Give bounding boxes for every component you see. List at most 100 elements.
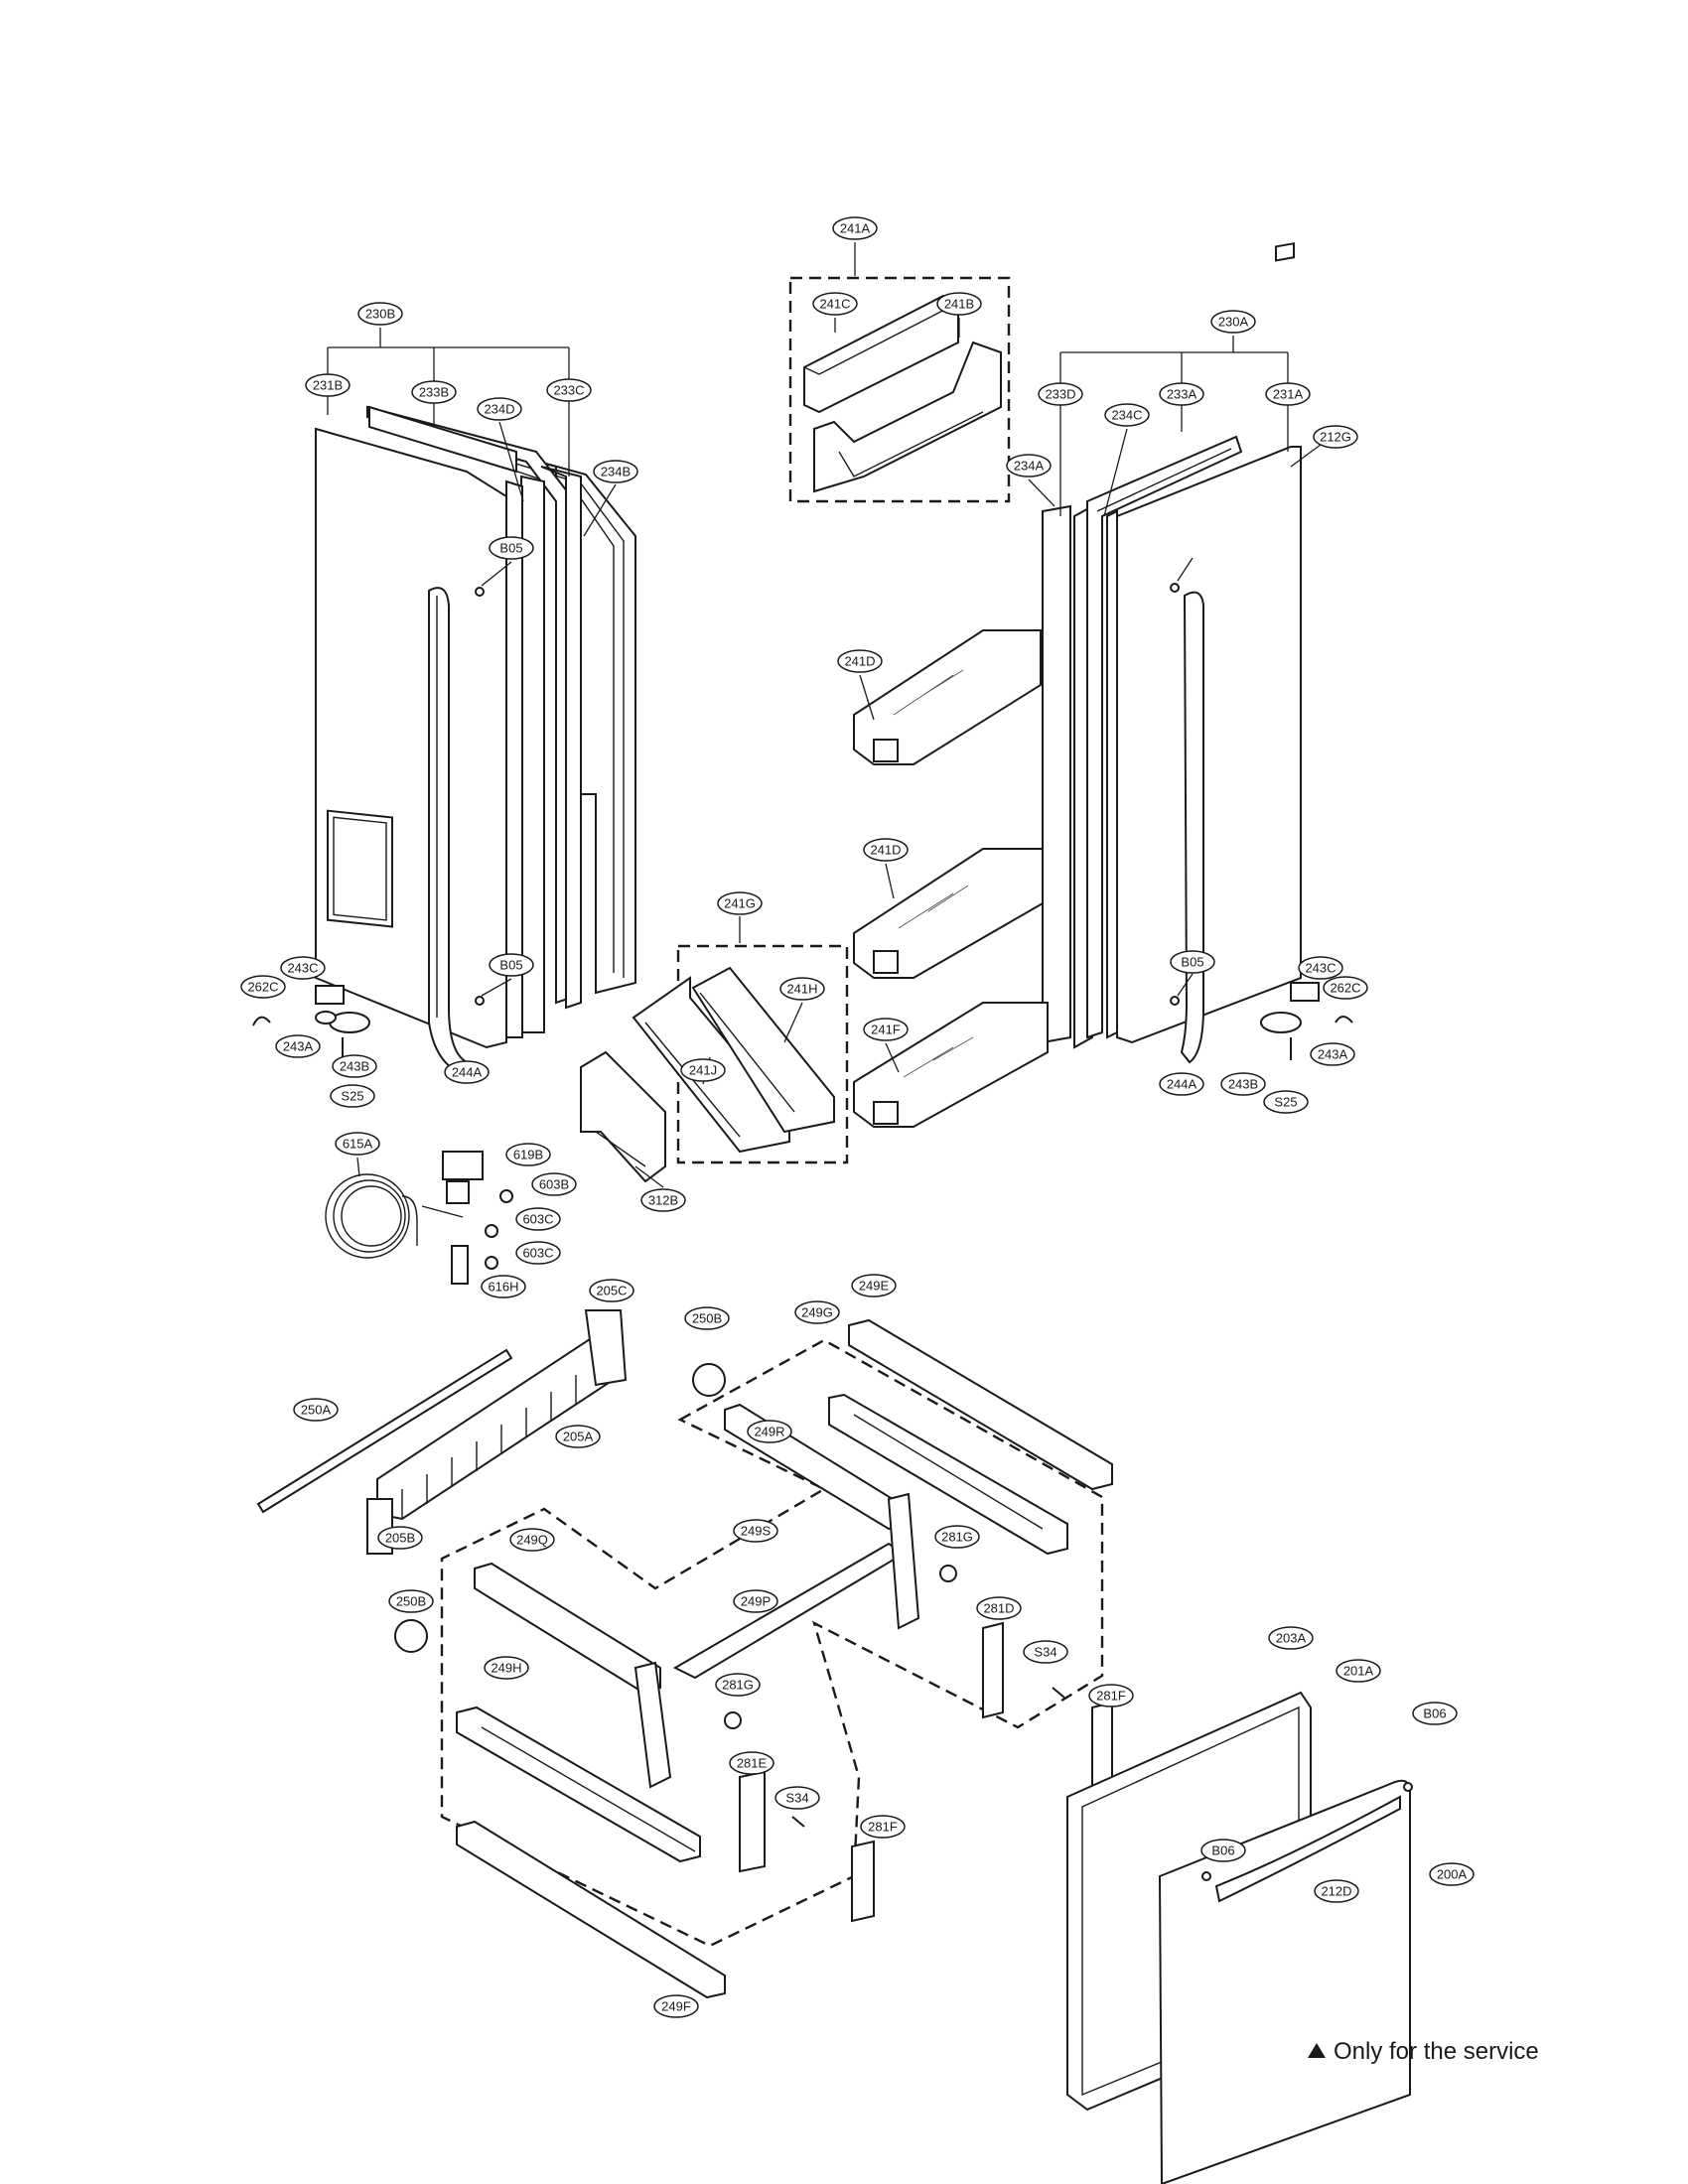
callout-249q: 249Q [509,1528,555,1552]
callout-text: 241B [944,297,974,312]
callout-text: B05 [499,541,522,556]
callout-text: 241F [871,1023,901,1037]
gear-250B-bottom [394,1619,428,1653]
callout-text: 241D [870,843,901,858]
callout-233b: 233B [411,380,457,404]
callout-text: 249Q [516,1533,548,1548]
callout-text: 233B [419,385,449,400]
callout-text: 241D [844,654,875,669]
callout-231b: 231B [305,373,351,397]
door-bin-241D-upper [853,629,1042,765]
rail-249G [828,1393,1068,1556]
callout-text: 249G [801,1305,833,1320]
callout-text: 262C [1330,981,1360,996]
callout-234a: 234A [1006,454,1052,478]
callout-text: 241J [689,1063,717,1078]
callout-text: 205C [596,1284,627,1298]
callout-234b: 234B [593,460,638,483]
callout-text: 234D [484,402,514,417]
callout-615a: 615A [335,1132,380,1156]
callout-text: 281F [1096,1689,1126,1704]
callout-text: 249H [491,1661,521,1676]
callout-text: B05 [1181,955,1203,970]
callout-s34: S34 [774,1786,820,1810]
callout-241j: 241J [680,1058,726,1082]
callout-244a: 244A [444,1060,490,1084]
callout-text: 281E [737,1756,768,1771]
callout-281f: 281F [1088,1684,1134,1707]
callout-text: S25 [341,1089,363,1104]
callout-b05: B05 [489,953,534,977]
callout-text: 243B [1228,1077,1258,1092]
callout-text: 234C [1111,408,1142,423]
left-door-assembly [252,405,636,1076]
callout-233c: 233C [546,378,592,402]
callout-243b: 243B [332,1054,377,1078]
callout-text: 241G [724,896,756,911]
callout-text: B06 [1211,1843,1234,1858]
rail-249H [456,1706,701,1863]
callout-text: 281G [941,1530,973,1545]
callout-249g: 249G [794,1300,840,1324]
callout-text: 603C [522,1246,553,1261]
callout-234d: 234D [477,397,522,421]
callout-243c: 243C [280,956,326,980]
callout-281g: 281G [715,1673,761,1697]
callout-249h: 249H [484,1656,529,1680]
callout-text: 241H [786,982,817,997]
leader-lines [327,242,1322,1218]
callout-text: S34 [1034,1645,1056,1660]
callout-231a: 231A [1265,382,1311,406]
callout-250a: 250A [293,1398,339,1422]
callout-text: 234A [1014,459,1045,474]
callout-s25: S25 [1263,1090,1309,1114]
callout-249p: 249P [733,1589,778,1613]
callout-250b: 250B [388,1589,434,1613]
gear-250B-top [692,1363,726,1397]
callout-text: 281F [868,1820,898,1835]
callout-text: 603B [539,1177,569,1192]
callout-241f: 241F [863,1018,909,1041]
callout-241d: 241D [863,838,909,862]
legend-text: Only for the service [1334,2038,1539,2065]
callout-249e: 249E [851,1274,897,1297]
callout-text: 233C [553,383,584,398]
callout-text: B06 [1423,1706,1446,1721]
callout-241c: 241C [812,292,858,316]
callout-b05: B05 [489,536,534,560]
callout-234c: 234C [1104,403,1150,427]
callout-241b: 241B [936,292,982,316]
callout-text: 205A [563,1430,594,1444]
callout-text: 249P [741,1594,771,1609]
callout-text: 231A [1273,387,1304,402]
callout-text: 249S [741,1524,772,1539]
rail-249F [456,1820,726,1999]
callout-241a: 241A [832,216,878,240]
callout-b05: B05 [1170,950,1215,974]
callout-text: 249R [754,1425,784,1439]
callout-281e: 281E [729,1751,774,1775]
callout-text: 249E [859,1279,890,1294]
callout-241h: 241H [779,977,825,1001]
callout-text: 212D [1321,1884,1351,1899]
callout-201a: 201A [1336,1659,1381,1683]
callout-205b: 205B [377,1526,423,1550]
callout-text: 243C [287,961,318,976]
bracket-249P [672,1492,920,1680]
callout-233d: 233D [1038,382,1083,406]
callout-619b: 619B [505,1143,551,1166]
callout-281d: 281D [976,1596,1022,1620]
callout-243c: 243C [1298,956,1343,980]
callout-text: 616H [488,1280,518,1295]
callout-250b: 250B [684,1306,730,1330]
callout-243a: 243A [275,1034,321,1058]
callout-text: 233D [1045,387,1075,402]
door-bin-241D-lower [853,848,1044,979]
callout-text: 244A [452,1065,483,1080]
callout-text: 203A [1276,1631,1307,1646]
callout-603c: 603C [515,1241,561,1265]
callout-text: 201A [1343,1664,1374,1679]
callout-text: 281D [983,1601,1014,1616]
callout-243a: 243A [1310,1042,1355,1066]
